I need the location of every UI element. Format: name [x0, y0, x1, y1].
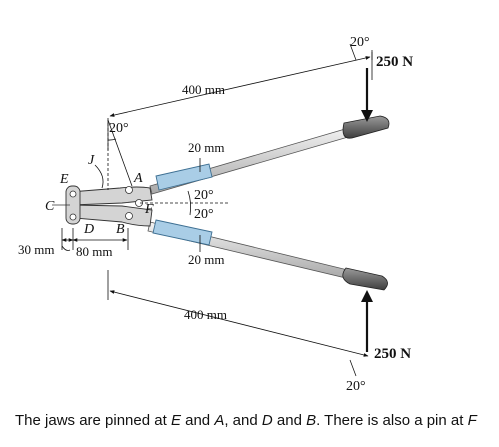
pin-B-circle — [125, 212, 133, 220]
forces — [361, 68, 373, 352]
upper-handle — [149, 115, 390, 195]
label-pin-E: E — [59, 172, 69, 187]
J-leader — [94, 164, 104, 189]
label-angle-top-force: 20° — [350, 35, 370, 50]
upper-sleeve — [155, 163, 213, 191]
caption: The jaws are pinned at E and A, and D an… — [15, 412, 495, 429]
bottom-force-arrowhead — [361, 290, 373, 302]
label-250-top: 250 N — [376, 54, 413, 70]
caption-text-5: . There is also a pin at — [316, 412, 468, 429]
label-400-bottom: 400 mm — [184, 307, 227, 322]
caption-pin-D: D — [261, 412, 273, 429]
pin-E-circle — [69, 190, 77, 198]
jaw-angle-line — [107, 119, 133, 187]
pin-A-circle — [125, 186, 133, 194]
handle-angle-arc — [187, 190, 192, 216]
caption-text-1: The jaws are pinned at — [15, 412, 171, 429]
label-80mm: 80 mm — [76, 244, 112, 259]
dim-30-leader — [61, 245, 71, 251]
top-force-arrowhead — [361, 110, 373, 122]
label-angle-bottom-force: 20° — [346, 379, 366, 394]
label-handle-angle-upper: 20° — [194, 188, 214, 203]
caption-pin-E: E — [170, 412, 181, 429]
bottom-force-angle-line — [349, 359, 357, 377]
lower-grip — [342, 267, 388, 291]
jaw-assembly — [52, 185, 153, 227]
dim-400-top — [109, 56, 371, 117]
label-30mm: 30 mm — [18, 242, 54, 257]
lower-sleeve — [152, 219, 213, 246]
dim-400-bottom — [109, 290, 369, 357]
label-pin-J: J — [88, 153, 95, 168]
label-pin-D: D — [83, 222, 94, 237]
top-force-angle-line — [349, 43, 357, 61]
label-pin-A: A — [133, 171, 143, 186]
caption-pin-A: A — [214, 412, 225, 429]
caption-text-4: and — [272, 412, 307, 429]
jaw-angle-arc — [107, 138, 117, 141]
label-250-bottom: 250 N — [374, 346, 411, 362]
label-pin-C: C — [45, 199, 55, 214]
caption-text-3: , and — [224, 412, 262, 429]
caption-pin-B: B — [306, 412, 317, 429]
label-pin-B: B — [116, 222, 125, 237]
label-handle-angle-lower: 20° — [194, 207, 214, 222]
lower-handle — [147, 219, 388, 291]
label-jaw-angle: 20° — [109, 121, 129, 136]
label-lower-sleeve: 20 mm — [188, 252, 224, 267]
label-pin-F: F — [144, 202, 154, 217]
lower-jaw — [71, 204, 153, 227]
caption-text-2: and — [180, 412, 215, 429]
caption-pin-F: F — [467, 412, 477, 429]
pin-D-circle — [69, 213, 77, 221]
label-400-top: 400 mm — [182, 82, 225, 97]
label-upper-sleeve: 20 mm — [188, 140, 224, 155]
upper-grip — [342, 115, 390, 139]
labels: 400 mm 400 mm 250 N 250 N 20° 20° 20° 20… — [18, 35, 413, 394]
dimensions — [61, 43, 373, 377]
